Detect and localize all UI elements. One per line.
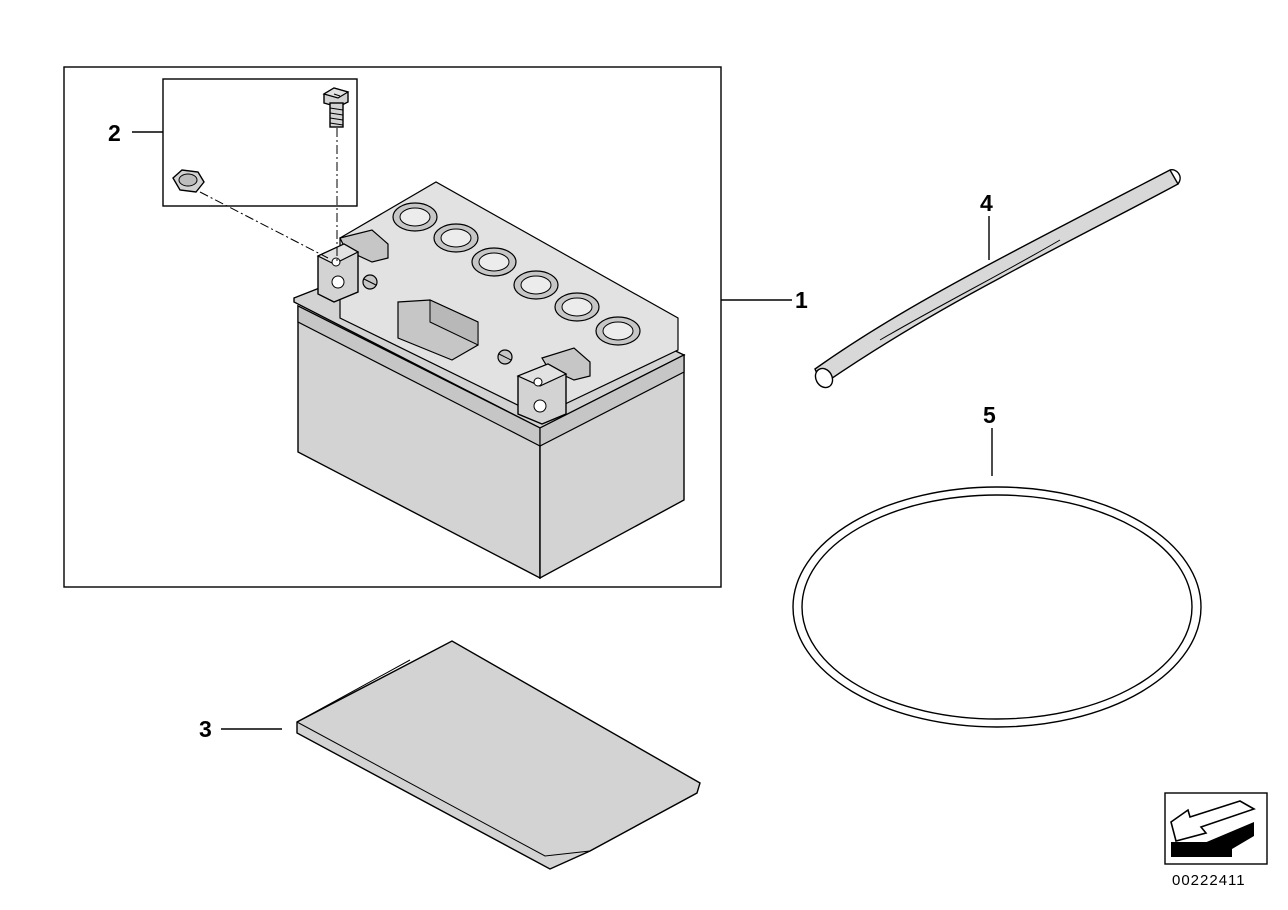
callout-4: 4 [980, 190, 993, 216]
battery-group-frame [63, 66, 722, 588]
cover-plate [296, 640, 701, 870]
right-terminal [516, 347, 591, 425]
battery [293, 181, 686, 580]
vent-hose [814, 169, 1181, 389]
ring [792, 486, 1202, 728]
nut-assembly-line [199, 191, 329, 259]
cell-caps [392, 202, 641, 346]
callout-5: 5 [983, 402, 996, 428]
corner-arrow-icon [1170, 800, 1256, 857]
callout-2: 2 [108, 120, 121, 146]
fastener-kit-frame [162, 78, 358, 207]
bolt [322, 87, 350, 128]
document-number: 00222411 [1172, 872, 1246, 889]
symbol-frame [1164, 792, 1268, 865]
left-terminal [316, 229, 389, 303]
callout-3: 3 [199, 716, 212, 742]
nut [172, 169, 205, 193]
callout-1: 1 [795, 287, 808, 313]
